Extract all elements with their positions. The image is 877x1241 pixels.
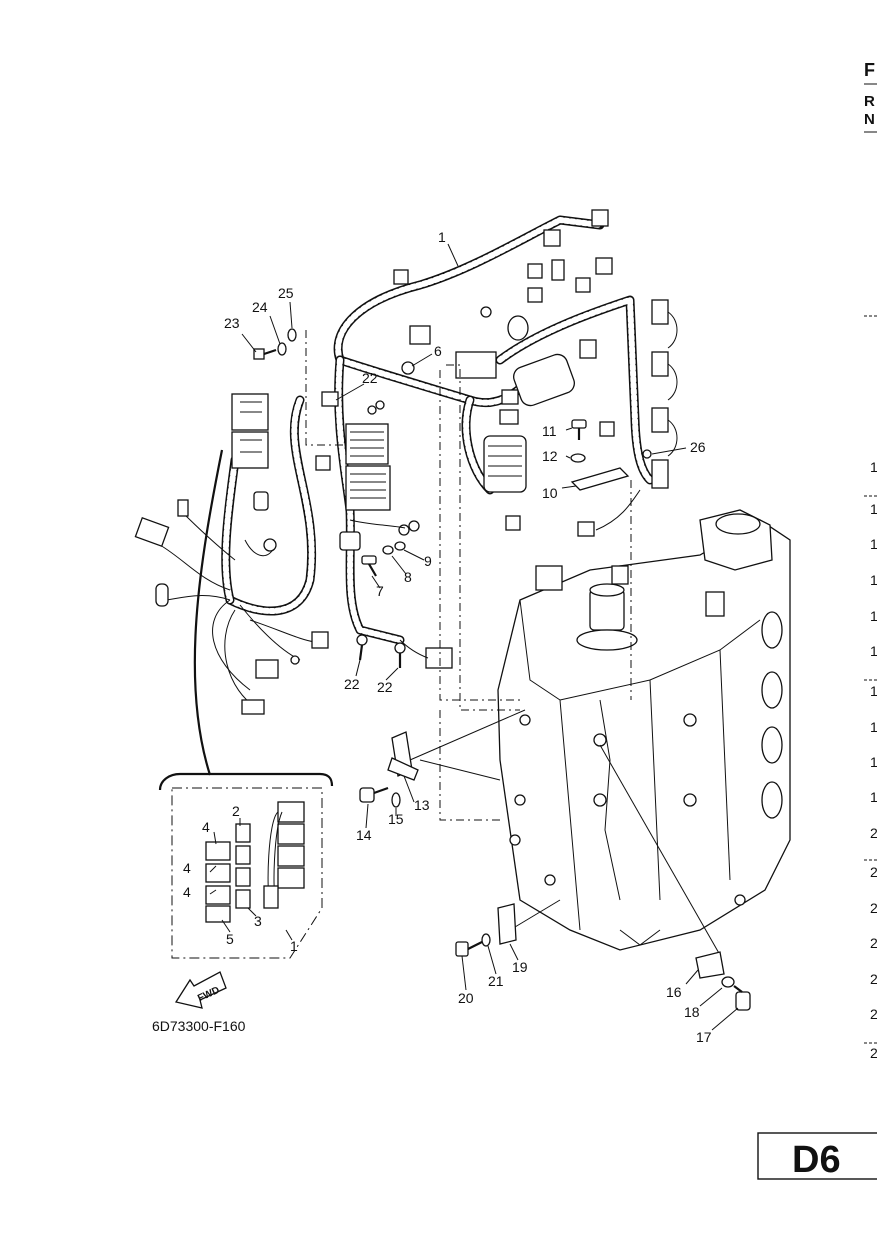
row-fragment: 2 bbox=[870, 825, 877, 841]
callout-2: 2 bbox=[232, 803, 240, 819]
callout-1-inset: 1 bbox=[290, 938, 298, 954]
callout-11: 11 bbox=[542, 423, 557, 439]
right-header: F R N bbox=[864, 60, 877, 317]
header-letter-n: N bbox=[864, 111, 875, 128]
row-fragment: 1 bbox=[870, 719, 877, 735]
header-letter-r: R bbox=[864, 93, 875, 110]
row-fragment: 2 bbox=[870, 1006, 877, 1022]
callout-3: 3 bbox=[254, 913, 262, 929]
callout-20: 20 bbox=[458, 990, 474, 1006]
row-fragment: 1 bbox=[870, 789, 877, 805]
header-letter-f: F bbox=[864, 60, 875, 80]
row-fragment: 1 bbox=[870, 572, 877, 588]
leader-lines bbox=[209, 243, 739, 1031]
callout-4: 4 bbox=[183, 884, 191, 900]
row-fragment: 2 bbox=[870, 971, 877, 987]
callout-18: 18 bbox=[684, 1004, 700, 1020]
callout-22: 22 bbox=[344, 676, 360, 692]
callout-24: 24 bbox=[252, 299, 268, 315]
row-fragment: 2 bbox=[870, 900, 877, 916]
callout-8: 8 bbox=[404, 569, 412, 585]
callout-16: 16 bbox=[666, 984, 682, 1000]
part-callouts: 1 1 2 3 4 4 4 5 6 7 8 9 10 11 12 13 14 1… bbox=[183, 229, 712, 1045]
engine-block-drawing bbox=[497, 509, 791, 951]
callout-21: 21 bbox=[488, 973, 504, 989]
callout-4: 4 bbox=[202, 819, 210, 835]
row-fragment: 2 bbox=[870, 935, 877, 951]
hardware-parts bbox=[253, 328, 751, 1011]
callout-6: 6 bbox=[434, 343, 442, 359]
row-fragment: 2 bbox=[870, 1045, 877, 1061]
callout-26: 26 bbox=[690, 439, 706, 455]
callout-25: 25 bbox=[278, 285, 294, 301]
row-fragment: 1 bbox=[870, 501, 877, 517]
row-fragment: 1 bbox=[870, 683, 877, 699]
drawing-code: 6D73300-F160 bbox=[152, 1018, 246, 1034]
forward-direction-marker: FWD bbox=[174, 971, 227, 1009]
callout-19: 19 bbox=[512, 959, 528, 975]
row-fragment: 2 bbox=[870, 864, 877, 880]
page-mark-box: D6 bbox=[757, 1132, 877, 1181]
row-fragment: 1 bbox=[870, 608, 877, 624]
row-fragment: 1 bbox=[870, 536, 877, 552]
right-column-fragments: 1 1 1 1 1 1 1 1 1 1 2 2 2 2 2 2 2 bbox=[864, 459, 877, 1061]
reference-lines bbox=[305, 330, 721, 956]
callout-13: 13 bbox=[414, 797, 430, 813]
callout-23: 23 bbox=[224, 315, 240, 331]
callout-5: 5 bbox=[226, 931, 234, 947]
callout-1: 1 bbox=[438, 229, 446, 245]
callout-22: 22 bbox=[377, 679, 393, 695]
callout-12: 12 bbox=[542, 448, 558, 464]
wire-harness-1 bbox=[134, 209, 678, 715]
callout-17: 17 bbox=[696, 1029, 712, 1045]
callout-22: 22 bbox=[362, 370, 378, 386]
callout-14: 14 bbox=[356, 827, 372, 843]
callout-10: 10 bbox=[542, 485, 558, 501]
callout-15: 15 bbox=[388, 811, 404, 827]
row-fragment: 1 bbox=[870, 754, 877, 770]
inset-subassembly bbox=[158, 449, 334, 959]
row-fragment: 1 bbox=[870, 643, 877, 659]
page-mark: D6 bbox=[792, 1139, 841, 1181]
row-fragment: 1 bbox=[870, 459, 877, 475]
callout-9: 9 bbox=[424, 553, 432, 569]
callout-7: 7 bbox=[376, 583, 384, 599]
callout-4: 4 bbox=[183, 860, 191, 876]
